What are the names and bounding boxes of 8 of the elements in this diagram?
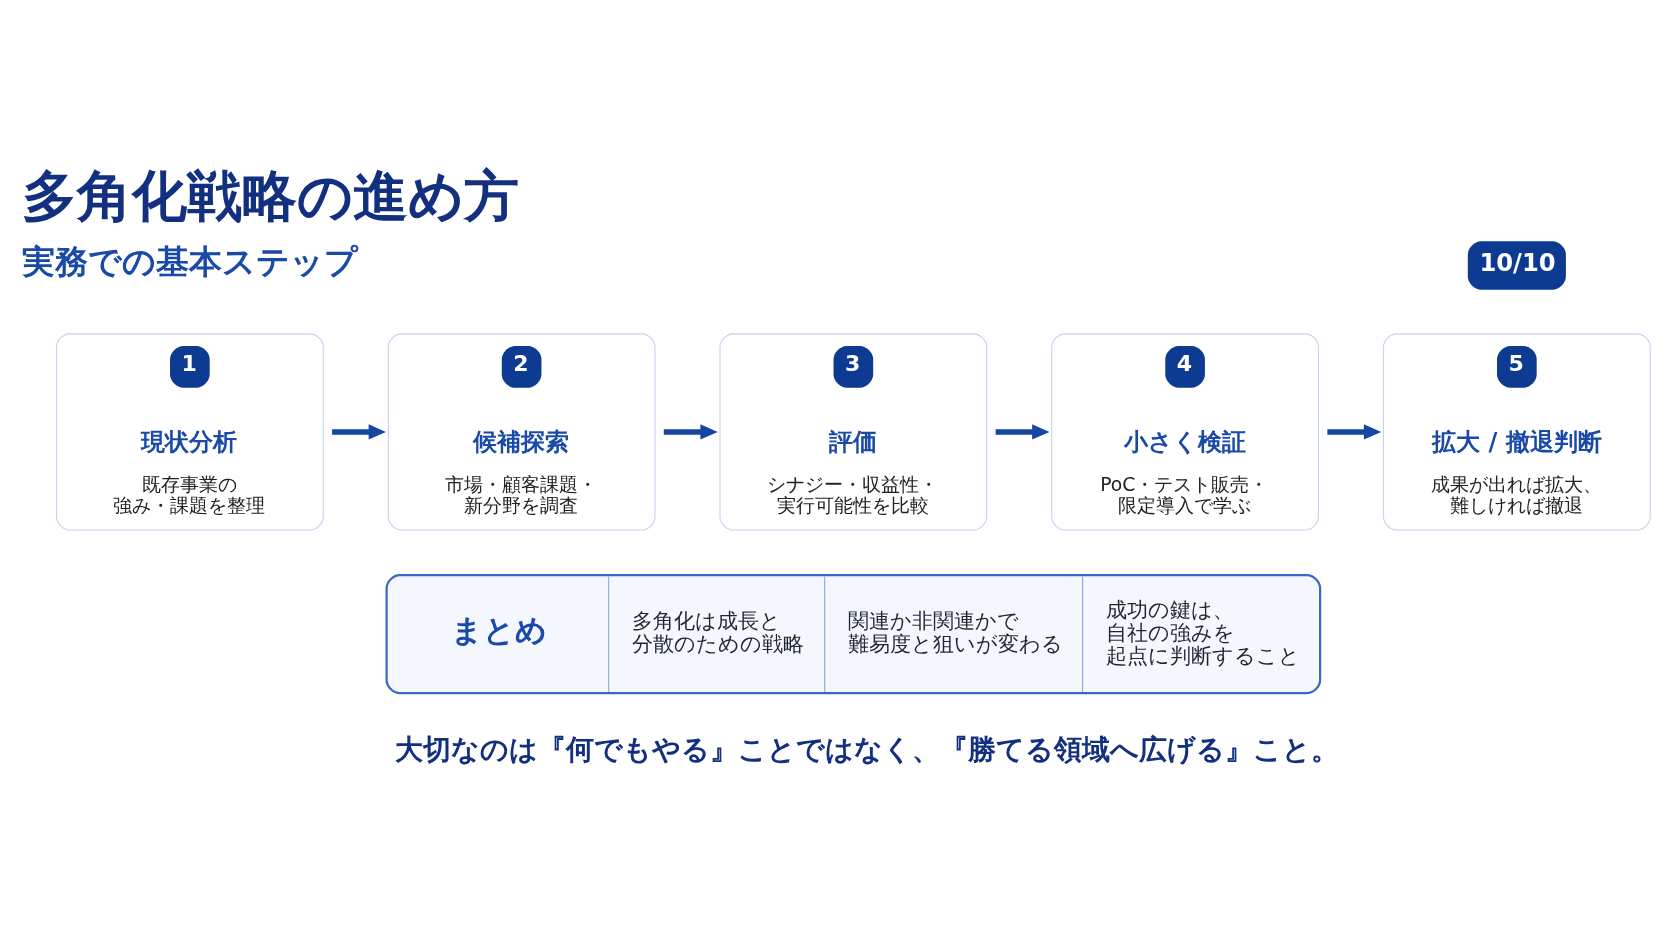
arrow bbox=[1327, 424, 1382, 440]
label: 実務での基本ステップ bbox=[21, 241, 358, 281]
label: 大切なのは『何でもやる』ことではなく、『勝てる領域へ広げる』こと。 bbox=[394, 733, 1339, 766]
arrow bbox=[332, 424, 386, 440]
label: 10/10 bbox=[1479, 247, 1556, 277]
arrow bbox=[663, 424, 718, 440]
diagram-title: 多角化戦略の進め方 bbox=[21, 163, 519, 228]
arrow bbox=[995, 424, 1050, 440]
